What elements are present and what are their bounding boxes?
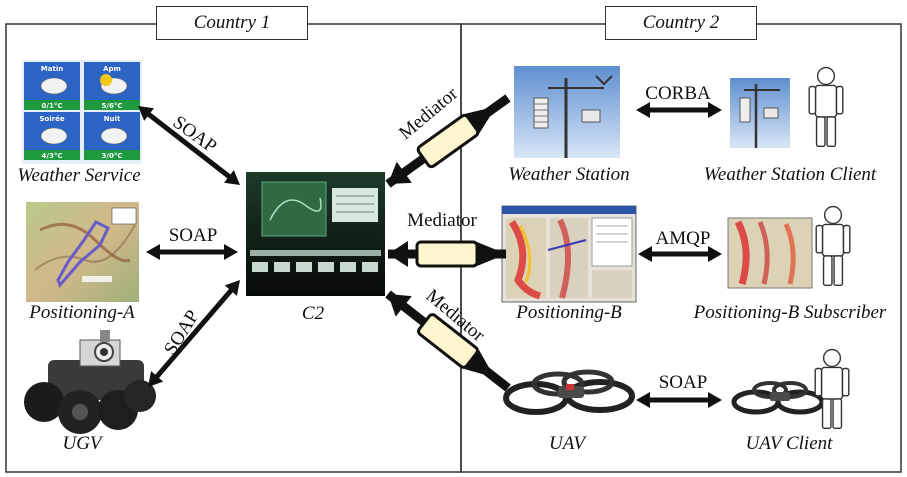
weather-tile-temp: 5/6°C [102, 102, 123, 110]
c2-label: C2 [301, 303, 325, 324]
uav-drone-image [503, 369, 635, 415]
c2-control-room-image [246, 172, 385, 296]
weather-station-image [514, 66, 620, 158]
weather-service-label: Weather Service [17, 165, 141, 186]
country-2-tab: Country 2 [605, 6, 757, 40]
weather-station-client-image [730, 78, 790, 148]
weather-tile: Soirée 4/3°C [24, 112, 80, 160]
mediator-middle-label: Mediator [407, 210, 477, 231]
soap-positioning-label: SOAP [168, 225, 218, 246]
soap-uav-label: SOAP [658, 372, 708, 393]
ugv-robot-image [24, 330, 156, 434]
amqp-label: AMQP [655, 228, 711, 249]
uav-client-person-icon [814, 348, 850, 430]
uav-client-label: UAV Client [745, 433, 833, 454]
weather-tile: Nuit 3/0°C [84, 112, 140, 160]
weather-tile-label: Apm [103, 65, 121, 73]
weather-tile-label: Matin [41, 65, 63, 73]
ugv-label: UGV [62, 433, 102, 454]
client-person-icon [808, 66, 844, 148]
positioning-b-subscriber-label: Positioning-B Subscriber [693, 302, 887, 323]
weather-tile: Apm 5/6°C [84, 62, 140, 110]
positioning-b-subscriber-image [727, 217, 813, 289]
weather-tile-label: Nuit [104, 115, 121, 123]
sun-icon [100, 74, 112, 86]
mediator-connectors [385, 94, 511, 392]
uav-client-drone-image [731, 381, 825, 415]
weather-tile-temp: 3/0°C [102, 152, 123, 160]
uav-label: UAV [549, 433, 585, 454]
weather-tile: Matin 0/1°C [24, 62, 80, 110]
positioning-b-label: Positioning-B [516, 302, 622, 323]
positioning-a-label: Positioning-A [29, 302, 135, 323]
positioning-b-screenshot-image [501, 205, 637, 303]
weather-station-label: Weather Station [508, 164, 630, 185]
country-1-tab: Country 1 [156, 6, 308, 40]
cloud-icon [40, 127, 68, 145]
weather-tile-temp: 0/1°C [42, 102, 63, 110]
cloud-icon [40, 77, 68, 95]
corba-label: CORBA [645, 83, 711, 104]
weather-station-client-label: Weather Station Client [703, 164, 877, 185]
positioning-a-map-image [26, 202, 139, 302]
weather-tile-label: Soirée [39, 115, 64, 123]
connection-arrows [138, 102, 722, 408]
cloud-icon [100, 127, 128, 145]
subscriber-person-icon [815, 205, 851, 287]
weather-service-image: Matin 0/1°C Apm 5/6°C Soirée 4/3°C Nuit 3/0°C [22, 60, 142, 164]
weather-tile-temp: 4/3°C [42, 152, 63, 160]
